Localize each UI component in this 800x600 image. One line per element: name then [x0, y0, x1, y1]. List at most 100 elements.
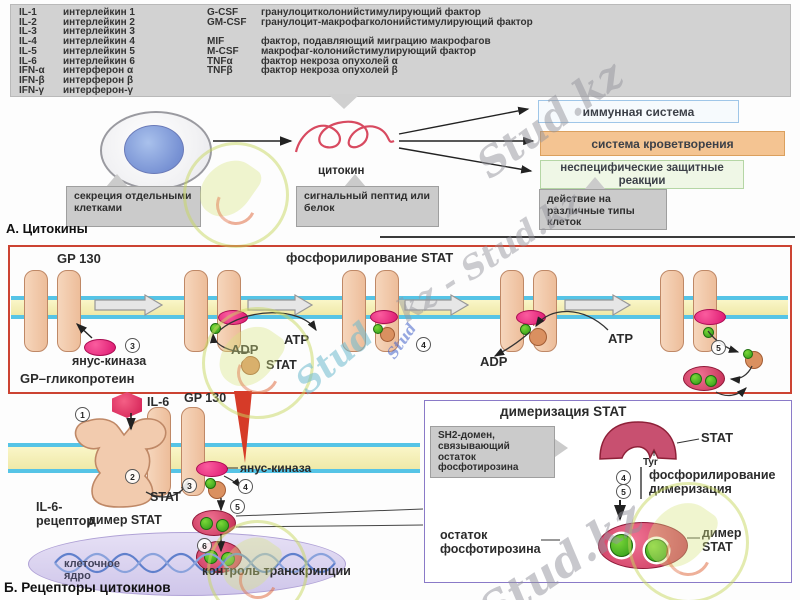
legend-name: фактор некроза опухолей α: [261, 55, 398, 67]
legend-abbr: IL-3: [19, 26, 37, 38]
stat-dimer: [192, 510, 236, 536]
step-circle-5: 5: [616, 484, 631, 499]
legend-name: интерлейкин 3: [63, 26, 135, 38]
section-a-title: А. Цитокины: [6, 221, 88, 236]
legend-abbr: IL-4: [19, 36, 37, 48]
gp-glycoprotein-label: GP–гликопротеин: [20, 371, 135, 386]
cell-nucleus: [124, 125, 184, 174]
adp-label: ADP: [480, 354, 508, 369]
gp130-receptor-column: [147, 407, 171, 496]
janus-kinase-molecule: [370, 310, 398, 324]
janus-kinase-label-bottom: янус-киназа: [240, 461, 312, 475]
janus-kinase-molecule: [694, 309, 726, 325]
tyr-label: Tyr: [643, 457, 658, 468]
step-circle-1: 1: [75, 407, 90, 422]
dimerization-heading: димеризация STAT: [500, 404, 627, 419]
legend-abbr: IFN-β: [19, 74, 45, 86]
callout-signal-peptide: сигнальный пептид или белок: [296, 186, 439, 227]
janus-kinase-molecule: [218, 310, 248, 325]
legend-abbr: IFN-α: [19, 65, 45, 77]
janus-kinase-molecule: [516, 310, 546, 325]
legend-abbr: TNFα: [207, 55, 233, 67]
legend-row: IL-1 интерлейкин 1: [19, 8, 135, 18]
legend-row: IL-3 интерлейкин 3: [19, 27, 135, 37]
legend-name: интерферон-γ: [63, 84, 134, 96]
stat-dimer: [683, 366, 725, 391]
receptor-column: [24, 270, 48, 352]
cytokine-squiggle: [294, 120, 395, 153]
callout-pointer: [344, 174, 366, 187]
stat-dimer-label-right: димер STAT: [702, 526, 742, 554]
stat-label-right: STAT: [701, 430, 734, 445]
legend-row: IL-5 интерлейкин 5: [19, 45, 135, 57]
step-circle-4: 4: [238, 479, 253, 494]
step-circle-3: 3: [125, 338, 140, 353]
stat-dimer-label: димер STAT: [88, 513, 162, 527]
step-circle-4: 4: [416, 337, 431, 352]
target-box-nonspecific-defense: неспецифические защитные реакции: [540, 160, 744, 189]
phosphate-dot: [373, 324, 383, 334]
phosphate-dot: [205, 478, 216, 489]
legend-abbr: G-CSF: [207, 7, 239, 18]
cytokine-label: цитокин: [318, 165, 365, 177]
legend-name: макрофаг-колонийстимулирующий фактор: [261, 45, 476, 57]
callout-pointer: [555, 439, 568, 457]
legend-abbr: TNFβ: [207, 65, 233, 77]
legend-abbr: M-CSF: [207, 45, 239, 57]
target-box-hematopoiesis: система кроветворения: [540, 131, 785, 156]
callout-pointer: [106, 174, 128, 187]
legend-row: M-CSF макрофаг-колонийстимулирующий факто…: [207, 45, 533, 57]
phosphorylation-panel-frame: [8, 245, 792, 394]
phosphate-dot: [703, 327, 714, 338]
phosphorylation-label: фосфорилирование: [649, 468, 776, 482]
legend-name: интерферон α: [63, 65, 134, 77]
step-circle-4: 4: [616, 470, 631, 485]
step-circle-6: 6: [197, 538, 212, 553]
legend-abbr: MIF: [207, 36, 225, 48]
il6-receptor-label: IL-6-рецептор: [36, 500, 95, 528]
legend-abbr: IL-5: [19, 45, 37, 57]
stat-label-top: STAT: [266, 358, 297, 372]
legend-abbr: IL-1: [19, 7, 37, 18]
cell-nucleus-label: клеточное ядро: [64, 558, 121, 582]
legend-name: интерлейкин 1: [63, 7, 135, 18]
fan-arrow-immune: [398, 106, 530, 135]
atp-label: ATP: [284, 332, 310, 347]
legend-name: интерлейкин 6: [63, 55, 135, 67]
legend-abbr: IL-2: [19, 16, 37, 28]
receptor-column: [342, 270, 366, 352]
legend-row: MIF фактор, подавляющий миграцию макрофаг…: [207, 37, 533, 47]
stat-molecule: [529, 328, 547, 346]
phosphate-dot: [210, 323, 221, 334]
stat-label-bottom: STAT: [150, 490, 181, 504]
phosphate-dot: [520, 324, 531, 335]
receptor-column: [184, 270, 208, 352]
callout-secretion: секреция отдельными клетками: [66, 186, 201, 227]
legend-abbr: IL-6: [19, 55, 37, 67]
section-divider-line: [380, 236, 795, 238]
step-circle-2: 2: [125, 469, 140, 484]
step-circle-3: 3: [182, 478, 197, 493]
receptor-column: [57, 270, 81, 352]
legend-name: гранулоцит-макрофагколонийстимулирующий …: [261, 16, 533, 28]
legend-name: фактор, подавляющий миграцию макрофагов: [261, 36, 491, 48]
zoom-bracket-line: [235, 524, 424, 528]
phosphotyrosine-residue-label: остаток фосфотирозина: [440, 528, 541, 556]
legend-row: TNFα фактор некроза опухолей α: [207, 55, 533, 67]
stat-molecule: [241, 356, 260, 375]
step-circle-5: 5: [711, 340, 726, 355]
janus-kinase-molecule: [84, 339, 116, 356]
gp130-label-bottom: GP 130: [184, 391, 227, 405]
janus-kinase-molecule: [196, 461, 228, 477]
legend-name: фактор некроза опухолей β: [261, 65, 398, 77]
legend-name: интерлейкин 4: [63, 36, 135, 48]
legend-name: интерлейкин 5: [63, 45, 135, 57]
legend-row: TNFβ фактор некроза опухолей β: [207, 66, 533, 76]
legend-pointer-triangle: [328, 94, 360, 109]
il6-label: IL-6: [147, 395, 170, 409]
